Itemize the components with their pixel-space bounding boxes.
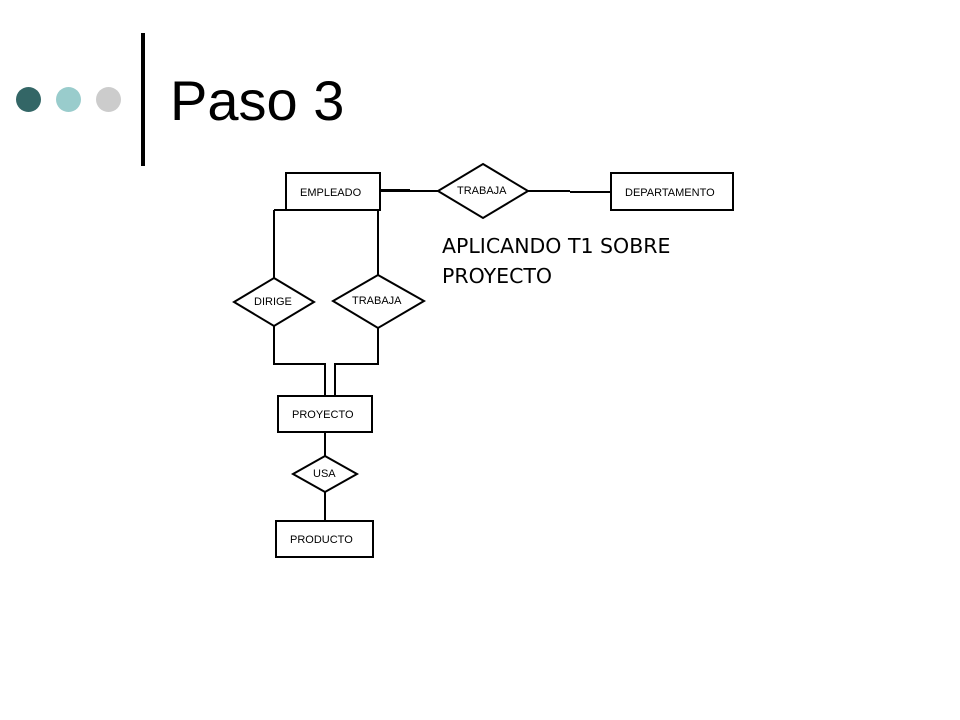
entity-departamento-box [610,172,734,211]
relationship-dirige: DIRIGE [254,296,292,308]
relationship-trabaja-departamento: TRABAJA [457,185,507,197]
connector-dirige-proyecto [273,326,326,396]
relationship-trabaja-proyecto-shape [331,273,427,330]
relationship-dirige-shape [232,276,316,328]
decor-dot-light [56,87,81,112]
relationship-usa: USA [313,468,336,480]
entity-proyecto-box [277,395,373,433]
entity-producto: PRODUCTO [290,534,353,546]
note-line-2: PROYECTO [442,264,553,288]
title-divider [141,33,145,166]
entity-proyecto: PROYECTO [292,409,354,421]
relationship-trabaja-departamento-shape [436,162,530,220]
entity-producto-box [275,520,374,558]
decor-dot-gray [96,87,121,112]
entity-empleado-box [285,172,381,211]
slide-note: APLICANDO T1 SOBRE PROYECTO [442,231,670,291]
entity-empleado: EMPLEADO [300,187,362,199]
entity-departamento: DEPARTAMENTO [625,187,715,199]
slide-title: Paso 3 [170,69,345,132]
connector-trabaja-proyecto [334,328,379,396]
decor-dot-dark [16,87,41,112]
relationship-usa-shape [290,454,360,494]
relationship-trabaja-proyecto: TRABAJA [352,295,402,307]
note-line-1: APLICANDO T1 SOBRE [442,234,671,258]
